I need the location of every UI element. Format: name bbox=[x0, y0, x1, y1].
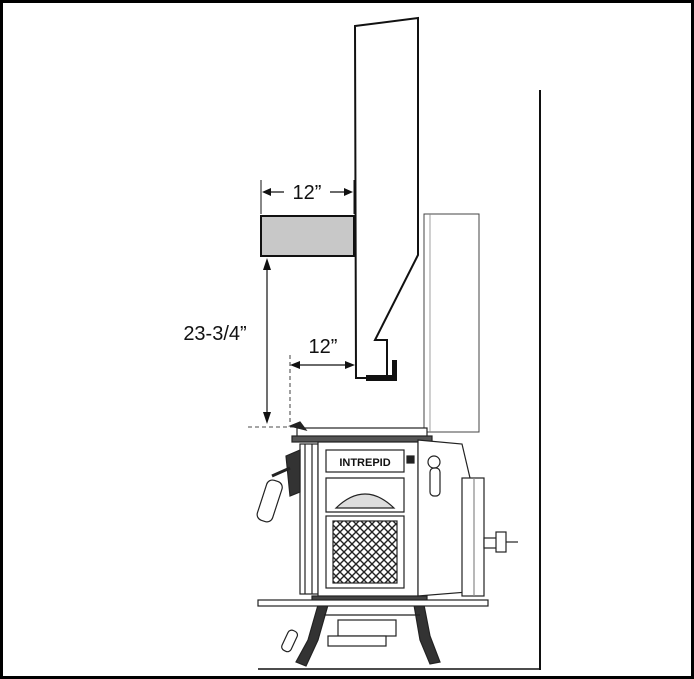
wood-stove: INTREPID bbox=[256, 421, 518, 667]
rear-flue-pipe bbox=[423, 213, 480, 433]
bracket-icon bbox=[366, 360, 397, 381]
side-clearance-dimension bbox=[289, 355, 355, 425]
mantel-depth-label: 12” bbox=[293, 182, 322, 204]
mantel-shelf bbox=[260, 215, 355, 257]
mantel-height-label: 23-3/4” bbox=[183, 323, 246, 345]
chimney-breast bbox=[353, 16, 419, 379]
badge-plate bbox=[325, 449, 405, 473]
mantel-height-dimension bbox=[248, 258, 300, 428]
door-grille bbox=[332, 520, 398, 584]
stove-badge-label: INTREPID bbox=[339, 457, 390, 469]
stove-handle-left bbox=[256, 479, 283, 523]
mantel-depth-dimension bbox=[260, 180, 355, 214]
stove-handle-right bbox=[429, 467, 441, 497]
side-clearance-label: 12” bbox=[309, 336, 338, 358]
